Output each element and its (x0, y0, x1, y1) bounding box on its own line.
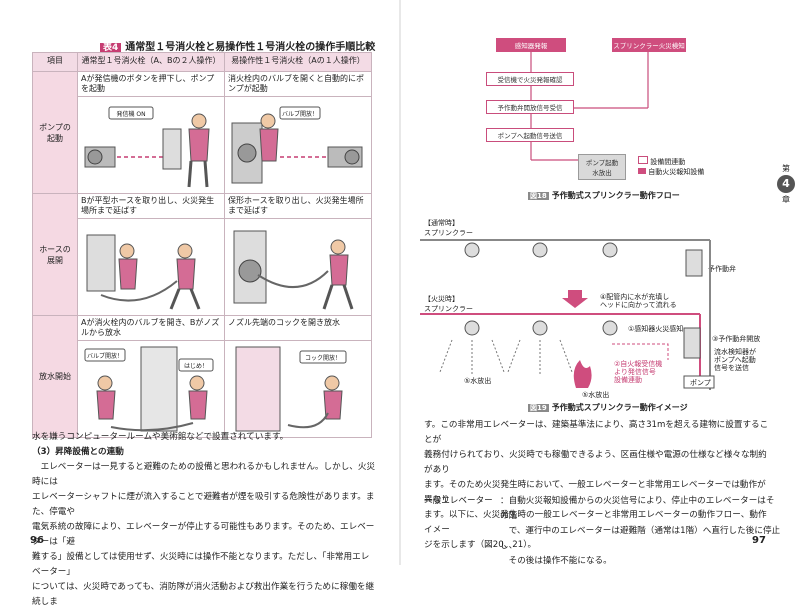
discharge-easy-illustration: コック開放！ (228, 343, 368, 435)
table-row-illustration: 発信機 ON バルブ開放！ (33, 96, 372, 194)
table-row: ホースの展開 Bが平型ホースを取り出し、火災発生場所まで延ばす 保形ホースを取り… (32, 193, 372, 316)
header-standard: 通常型１号消火栓（A、Bの２人操作） (77, 52, 225, 72)
flow-box-pump-start: ポンプ起動 水放出 (578, 154, 626, 180)
comparison-table: 項目 通常型１号消火栓（A、Bの２人操作） 易操作性１号消火栓（Aの１人操作） … (32, 52, 372, 438)
step2-label: ②自火報受信機 より発信信号 設備連動 (614, 360, 663, 384)
table-tag: 表4 (100, 43, 122, 53)
paragraph-line: ます。以下に、火災発生時の一般エレベーターと非常用エレベーターの動作フロー、動作… (424, 510, 767, 535)
row-desc-easy: ノズル先端のコックを開き放水 (224, 315, 372, 341)
row-desc-standard: Aが消火栓内のバルブを開き、Bがノズルから放水 (77, 315, 225, 341)
table-row-illustration (33, 218, 372, 316)
definition-text: ：自動火災報知設備からの火災信号により、停止中のエレベーターはその階 で、運行中… (500, 496, 781, 566)
table-header-row: 項目 通常型１号消火栓（A、Bの２人操作） 易操作性１号消火栓（Aの１人操作） (32, 52, 372, 72)
bubble-text: コック開放！ (305, 354, 341, 362)
discharge-standard-illustration: バルブ開放！ はじめ！ (81, 343, 221, 435)
paragraph-line: 電気系統の故障により、エレベーターが停止する可能性もあります。そのため、エレベー… (32, 522, 375, 547)
normal-sprinkler-label: スプリンクラー (424, 229, 473, 237)
paragraph-line: エレベーターシャフトに煙が流入することで避難者が煙を吸引する危険性があります。ま… (32, 492, 375, 517)
row-label: ホースの展開 (32, 193, 78, 316)
header-easy: 易操作性１号消火栓（Aの１人操作） (224, 52, 372, 72)
pump-start-standard-illustration: 発信機 ON (81, 99, 221, 191)
sprinkler-diagram (420, 239, 715, 390)
flow-box-sprinkler-detect: スプリンクラー火災検知 (612, 38, 686, 52)
step4-label: ④配管内に水が充填し ヘッドに向かって流れる (600, 293, 677, 309)
pump-signal-label: 流水検知器が ポンプへ起動 信号を送信 (714, 348, 756, 372)
table-row: 放水開始 Aが消火栓内のバルブを開き、Bがノズルから放水 ノズル先端のコックを開… (32, 315, 372, 438)
paragraph-line: 難する」設備としては使用せず、火災時には操作不能となります。ただし、「非常用エレ… (32, 552, 370, 577)
table-row-illustration: バルブ開放！ はじめ！ コック開放！ (33, 340, 372, 438)
bubble-text: バルブ開放！ (282, 110, 318, 118)
bubble-text: はじめ！ (184, 363, 208, 370)
flow-box-valve-signal: 予作動弁開放信号受信 (486, 100, 574, 114)
book-gutter (399, 0, 401, 565)
flow-box-pump-signal: ポンプへ起動信号送信 (486, 128, 574, 142)
paragraph-line: エレベーターは一見すると避難のための設備と思われるかもしれません。しかし、火災時… (32, 462, 376, 487)
header-item: 項目 (32, 52, 78, 72)
row-desc-easy: 消火栓内のバルブを開くと自動的にポンプが起動 (224, 71, 372, 97)
flow-legend: 設備間連動 自動火災報知設備 (638, 156, 704, 177)
paragraph-line: ジを示します（図20、21）。 (424, 540, 537, 550)
paragraph-line: ます。そのため火災発生時において、一般エレベーターと非常用エレベーターでは動作が… (424, 480, 766, 505)
right-body-text: す。この非常用エレベーターは、建築基準法により、高さ31mを超える建物に設置する… (424, 418, 774, 553)
hose-standard-illustration (81, 221, 221, 313)
paragraph-line: す。この非常用エレベーターは、建築基準法により、高さ31mを超える建物に設置する… (424, 420, 769, 445)
step3-label: ③予作動弁開放 (712, 335, 761, 343)
step5-label-2: ⑤水放出 (582, 391, 610, 399)
page-number: 96 (30, 535, 44, 546)
paragraph-line: 水を嫌うコンピュータールームや美術館などで設置されています。 (32, 432, 289, 442)
step1-label: ①感知器火災感知 (628, 325, 684, 333)
bubble-text: 発信機 ON (116, 110, 145, 118)
paragraph-line: については、火災時であっても、消防隊が消火活動および救出作業を行うために稼働を継… (32, 582, 375, 607)
fire-sprinkler-label: スプリンクラー (424, 305, 473, 313)
table-row: ポンプの起動 Aが発信機のボタンを押下し、ポンプを起動 消火栓内のバルブを開くと… (32, 71, 372, 194)
chapter-tab: 第 4 章 (776, 163, 796, 205)
paragraph-line: 義務付けられており、火災時でも稼働できるよう、区画住様や電源の仕様など様々な制約… (424, 450, 767, 475)
row-desc-standard: Aが発信機のボタンを押下し、ポンプを起動 (77, 71, 225, 97)
bubble-text: バルブ開放！ (87, 352, 123, 360)
step5-label: ⑤水放出 (464, 377, 492, 385)
page-number: 97 (752, 535, 766, 546)
flow-box-receiver: 受信機で火災発報確認 (486, 72, 574, 86)
fire-label: 【火災時】 (424, 295, 459, 303)
right-page: 感知器発報 スプリンクラー火災検知 受信機で火災発報確認 予作動弁開放信号受信 … (400, 0, 800, 566)
row-desc-standard: Bが平型ホースを取り出し、火災発生場所まで延ばす (77, 193, 225, 219)
row-desc-easy: 保形ホースを取り出し、火災発生場所まで延ばす (224, 193, 372, 219)
row-label: 放水開始 (32, 315, 78, 438)
hose-easy-illustration (228, 221, 368, 313)
section-heading: （3）昇降設備との連動 (32, 447, 124, 457)
valve-label: 予作動弁 (708, 265, 736, 273)
pump-start-easy-illustration: バルブ開放！ (228, 99, 368, 191)
definition-term: 一般エレベーター (424, 496, 493, 506)
left-body-text: 水を嫌うコンピュータールームや美術館などで設置されています。 （3）昇降設備との… (32, 430, 377, 610)
row-label: ポンプの起動 (32, 71, 78, 194)
normal-label: 【通常時】 (424, 219, 459, 227)
flow-box-detector: 感知器発報 (496, 38, 566, 52)
pump-label: ポンプ (690, 379, 711, 387)
